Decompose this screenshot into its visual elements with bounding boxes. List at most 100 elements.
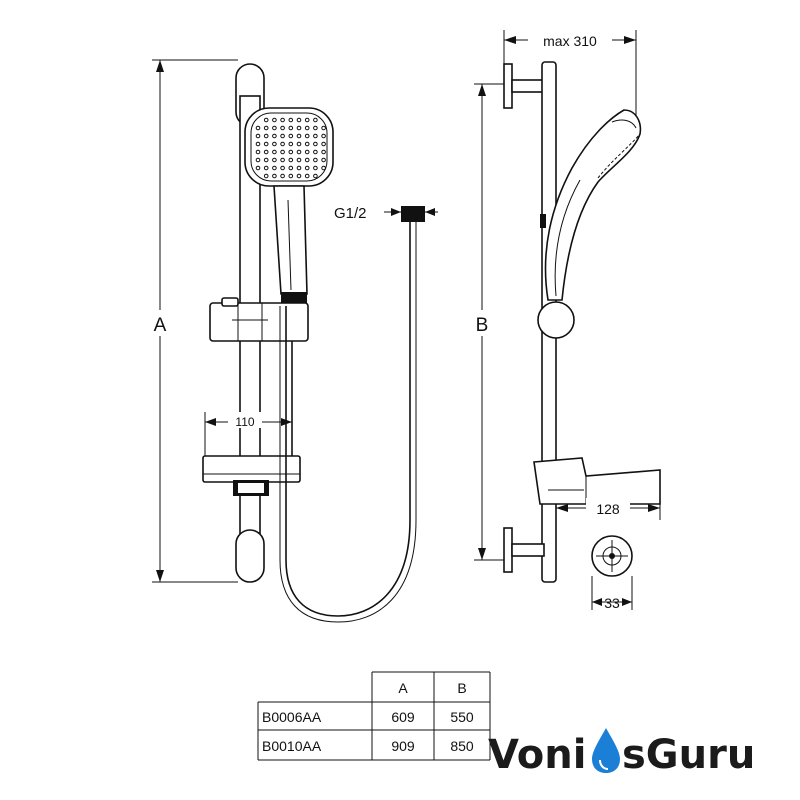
nozzle [304, 165, 310, 171]
dimension-b-label: B [476, 315, 489, 336]
nozzle [280, 165, 285, 171]
brand-logo: Voni sGuru [488, 728, 755, 778]
dim-128-label: 128 [596, 501, 620, 517]
table-row-2-a: 909 [391, 738, 415, 754]
side-bottom-bracket [503, 527, 545, 573]
nozzle [304, 141, 310, 147]
soap-dish [202, 455, 301, 496]
nozzle [313, 133, 318, 139]
nozzle [304, 157, 310, 163]
nozzle [288, 141, 294, 147]
nozzle [255, 149, 261, 155]
max-310-label: max 310 [543, 33, 597, 49]
table-header-b: B [457, 680, 466, 696]
dimension-110-label: 110 [235, 415, 254, 429]
nozzle [321, 149, 326, 155]
nozzle [313, 149, 318, 155]
nozzle [280, 133, 285, 139]
hand-shower-head [244, 107, 334, 187]
nozzle [321, 133, 326, 139]
nozzle [313, 117, 318, 123]
dimension-110: 110 [204, 412, 292, 456]
dimension-128: 128 [556, 470, 661, 520]
dimension-table: A B B0006AA 609 550 B0010AA 909 850 [257, 671, 491, 761]
side-shower-head [544, 109, 642, 301]
dimension-a: A [148, 59, 238, 583]
nozzle [272, 133, 277, 139]
nozzle [296, 117, 302, 123]
nozzle [296, 125, 302, 131]
nozzle [288, 165, 294, 171]
nozzle [296, 173, 302, 179]
nozzle [255, 165, 261, 171]
nozzle [304, 125, 310, 131]
nozzle [263, 141, 269, 147]
dim-33-label: 33 [604, 595, 620, 611]
nozzle [263, 125, 269, 131]
nozzle [263, 173, 269, 179]
side-ball-joint [537, 301, 575, 339]
g12-connector: G1/2 [334, 205, 438, 222]
nozzle [296, 141, 302, 147]
shower-hose [285, 222, 411, 617]
hand-shower-handle [273, 185, 308, 304]
nozzle [304, 173, 310, 179]
nozzle [272, 165, 277, 171]
nozzle [304, 133, 310, 139]
nozzle [288, 157, 294, 163]
nozzle [296, 157, 302, 163]
shower-holder-slider [209, 297, 309, 342]
nozzle [304, 149, 310, 155]
table-row-1-b: 550 [450, 709, 474, 725]
nozzle [321, 125, 326, 131]
nozzle [280, 157, 285, 163]
nozzle [272, 117, 277, 123]
nozzle [321, 141, 326, 147]
shower-hose-outer [279, 222, 417, 623]
nozzle [288, 149, 294, 155]
nozzle [288, 117, 294, 123]
g12-label: G1/2 [334, 205, 367, 222]
nozzle [313, 141, 318, 147]
nozzle [255, 157, 261, 163]
nozzle [304, 117, 310, 123]
nozzle [263, 117, 269, 123]
nozzle [272, 173, 277, 179]
brand-part2: sGuru [622, 732, 755, 778]
nozzle [313, 157, 318, 163]
dimension-b: B [470, 83, 510, 561]
nozzle [255, 133, 261, 139]
table-row-1-a: 609 [391, 709, 415, 725]
bracket-detail-view: 33 [591, 535, 633, 611]
nozzle [263, 165, 269, 171]
nozzle [263, 133, 269, 139]
nozzle [288, 125, 294, 131]
nozzle [280, 125, 285, 131]
bottom-wall-bracket [235, 529, 265, 583]
nozzle [313, 173, 318, 179]
nozzle [272, 149, 277, 155]
nozzle [255, 141, 261, 147]
dimension-max-310: max 310 [503, 30, 637, 120]
nozzle [296, 149, 302, 155]
table-row-2-model: B0010AA [262, 738, 322, 754]
side-top-bracket [503, 63, 545, 109]
table-row-1-model: B0006AA [262, 709, 322, 725]
side-soap-dish [533, 457, 661, 505]
nozzle [272, 125, 277, 131]
table-header-a: A [398, 680, 408, 696]
nozzle [296, 165, 302, 171]
nozzle [280, 117, 285, 123]
nozzle [263, 157, 269, 163]
front-view: A [148, 59, 438, 623]
dimension-a-label: A [154, 315, 167, 336]
nozzle [255, 125, 261, 131]
nozzle [313, 125, 318, 131]
nozzle [280, 173, 285, 179]
side-view: B max 310 [470, 30, 661, 611]
nozzle [288, 133, 294, 139]
nozzle [321, 157, 326, 163]
table-row-2-b: 850 [450, 738, 474, 754]
